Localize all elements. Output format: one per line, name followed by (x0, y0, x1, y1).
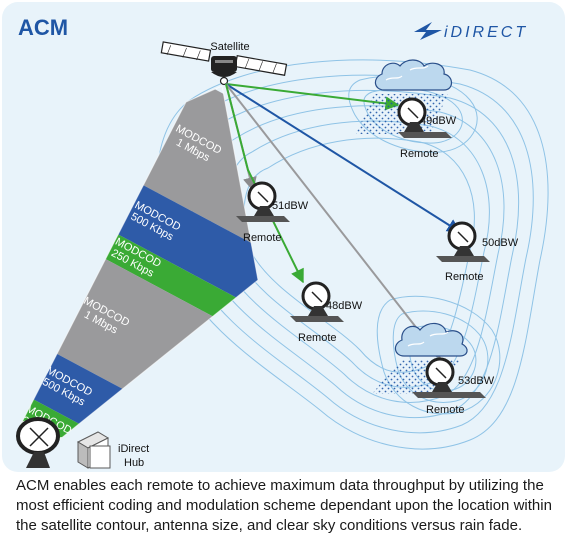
logo-swoosh-icon (414, 22, 442, 40)
remote-base (236, 216, 290, 222)
remote-1-signal: 49dBW (420, 115, 457, 127)
remote-base (290, 316, 344, 322)
link-to-remote-48dbw (225, 83, 304, 284)
hub-dish-icon (16, 417, 60, 468)
satellite-dish-icon (425, 357, 455, 392)
beam-segment (40, 86, 258, 263)
remote-2-signal: 51dBW (272, 200, 309, 212)
remote-4-48dbw: 48dBW Remote (290, 281, 363, 344)
remote-3-signal: 50dBW (482, 237, 519, 249)
remote-2-label: Remote (243, 232, 282, 244)
caption: ACM enables each remote to achieve maxim… (16, 477, 552, 534)
satellite-label: Satellite (210, 41, 249, 53)
link-to-remote-50dbw (225, 83, 462, 233)
link-to-remote-49dbw (225, 83, 400, 111)
brand-logo-text: iDIRECT (444, 24, 528, 41)
satellite: Satellite (160, 41, 288, 86)
hub: iDirect Hub (16, 417, 149, 469)
idirect-logo: iDIRECT (414, 22, 528, 41)
remote-5-53dbw: 53dBW Remote (372, 322, 495, 416)
hub-label-line1: iDirect (118, 443, 149, 455)
remote-5-signal: 53dBW (458, 375, 495, 387)
satellite-dish-icon (301, 281, 331, 316)
remote-base (398, 132, 452, 138)
satellite-dish-icon (447, 221, 477, 256)
remote-4-signal: 48dBW (326, 300, 363, 312)
remote-2-51dbw: 51dBW Remote (236, 181, 309, 244)
remote-5-label: Remote (426, 404, 465, 416)
remote-1-label: Remote (400, 148, 439, 160)
remote-base (412, 392, 486, 398)
satellite-links (225, 83, 462, 360)
satellite-icon (160, 41, 288, 86)
satellite-dish-icon (397, 97, 427, 132)
hub-label-line2: Hub (124, 457, 144, 469)
diagram-title: ACM (18, 15, 68, 40)
link-to-remote-53dbw (225, 83, 441, 360)
satellite-dish-icon (247, 181, 277, 216)
hub-building-icon (76, 431, 111, 469)
remote-4-label: Remote (298, 332, 337, 344)
remote-3-label: Remote (445, 271, 484, 283)
remote-base (436, 256, 490, 262)
remote-1-49dbw: 49dBW Remote (356, 59, 457, 160)
remote-3-50dbw: 50dBW Remote (436, 221, 519, 283)
